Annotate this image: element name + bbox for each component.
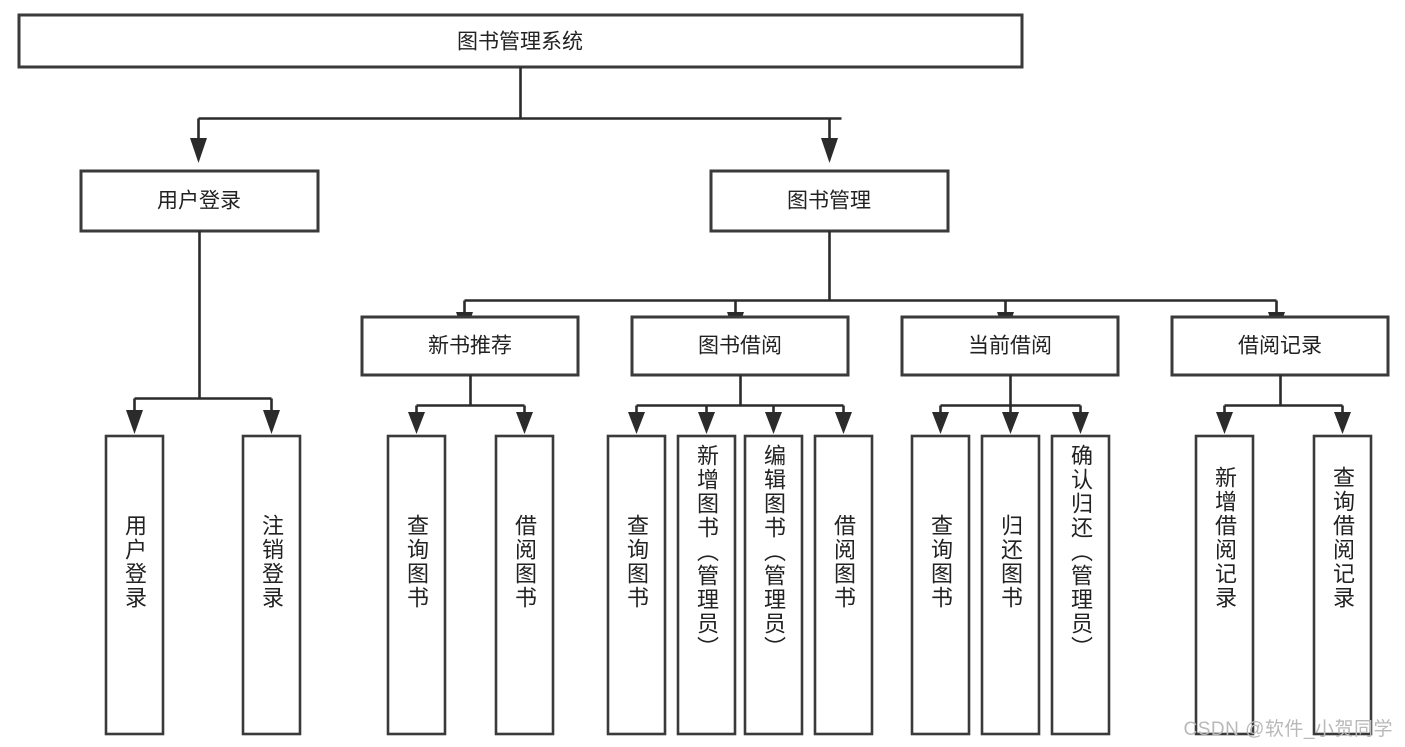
node-current-borrow: 当前借阅 <box>900 315 1120 377</box>
arrow-head-icon <box>190 138 207 163</box>
node-borrow-record-label: 借阅记录 <box>1238 335 1322 358</box>
connector-borrow-record-to-leaves <box>1216 375 1351 434</box>
arrow-head-icon <box>263 410 280 434</box>
node-borrow-record: 借阅记录 <box>1170 315 1390 377</box>
leaf-user-login-box <box>104 434 165 736</box>
node-new-book-recommend-label: 新书推荐 <box>428 335 512 358</box>
leaf-boxes <box>104 434 1373 736</box>
connector-current-borrow-to-leaves <box>932 375 1089 434</box>
arrow-head-icon <box>1334 412 1351 434</box>
node-current-borrow-label: 当前借阅 <box>968 335 1052 358</box>
arrow-head-icon <box>821 138 838 163</box>
leaf-edit-book-box <box>743 434 804 736</box>
connector-new-book-recommend-to-leaves <box>408 375 533 434</box>
arrow-head-icon <box>1072 412 1089 434</box>
node-book-management: 图书管理 <box>709 169 950 233</box>
node-book-borrow-label: 图书借阅 <box>698 335 782 358</box>
node-book-borrow-box <box>630 315 850 377</box>
arrow-head-icon <box>408 412 425 434</box>
node-user-login-label: 用户登录 <box>157 190 241 213</box>
node-root: 图书管理系统 <box>17 13 1024 69</box>
arrow-head-icon <box>932 412 949 434</box>
node-new-book-recommend-box <box>360 315 580 377</box>
arrow-head-icon <box>126 410 143 434</box>
arrow-head-icon <box>1216 412 1233 434</box>
connector-user-login-to-leaves <box>126 231 280 434</box>
arrow-head-icon <box>516 412 533 434</box>
leaf-query-book-2-box <box>606 434 667 736</box>
arrow-head-icon <box>835 412 852 434</box>
node-new-book-recommend: 新书推荐 <box>360 315 580 377</box>
arrow-head-icon <box>698 412 715 434</box>
node-root-label: 图书管理系统 <box>457 31 583 54</box>
leaf-add-book-box <box>676 434 737 736</box>
leaf-return-book-box <box>980 434 1041 736</box>
node-root-box <box>17 13 1024 69</box>
leaf-confirm-return-box <box>1050 434 1111 736</box>
leaf-borrow-book-2-box <box>813 434 874 736</box>
node-borrow-record-box <box>1170 315 1390 377</box>
node-current-borrow-box <box>900 315 1120 377</box>
leaf-query-book-3-box <box>910 434 971 736</box>
node-user-login: 用户登录 <box>79 169 320 233</box>
connector-book-borrow-to-leaves <box>628 375 852 434</box>
node-book-borrow: 图书借阅 <box>630 315 850 377</box>
connector-root-to-level2 <box>190 67 842 163</box>
arrow-head-icon <box>628 412 645 434</box>
node-book-management-label: 图书管理 <box>787 190 871 213</box>
node-book-management-box <box>709 169 950 233</box>
leaf-query-book-1-box <box>386 434 447 736</box>
leaf-borrow-book-1-box <box>494 434 555 736</box>
arrow-head-icon <box>765 412 782 434</box>
leaf-add-record-box <box>1194 434 1255 736</box>
connector-book-management-to-level3 <box>456 231 1285 336</box>
watermark: CSDN @软件_小贺同学 <box>1183 719 1393 740</box>
leaf-logout-login-box <box>241 434 302 736</box>
arrow-head-icon <box>1002 412 1019 434</box>
leaf-query-record-box <box>1312 434 1373 736</box>
